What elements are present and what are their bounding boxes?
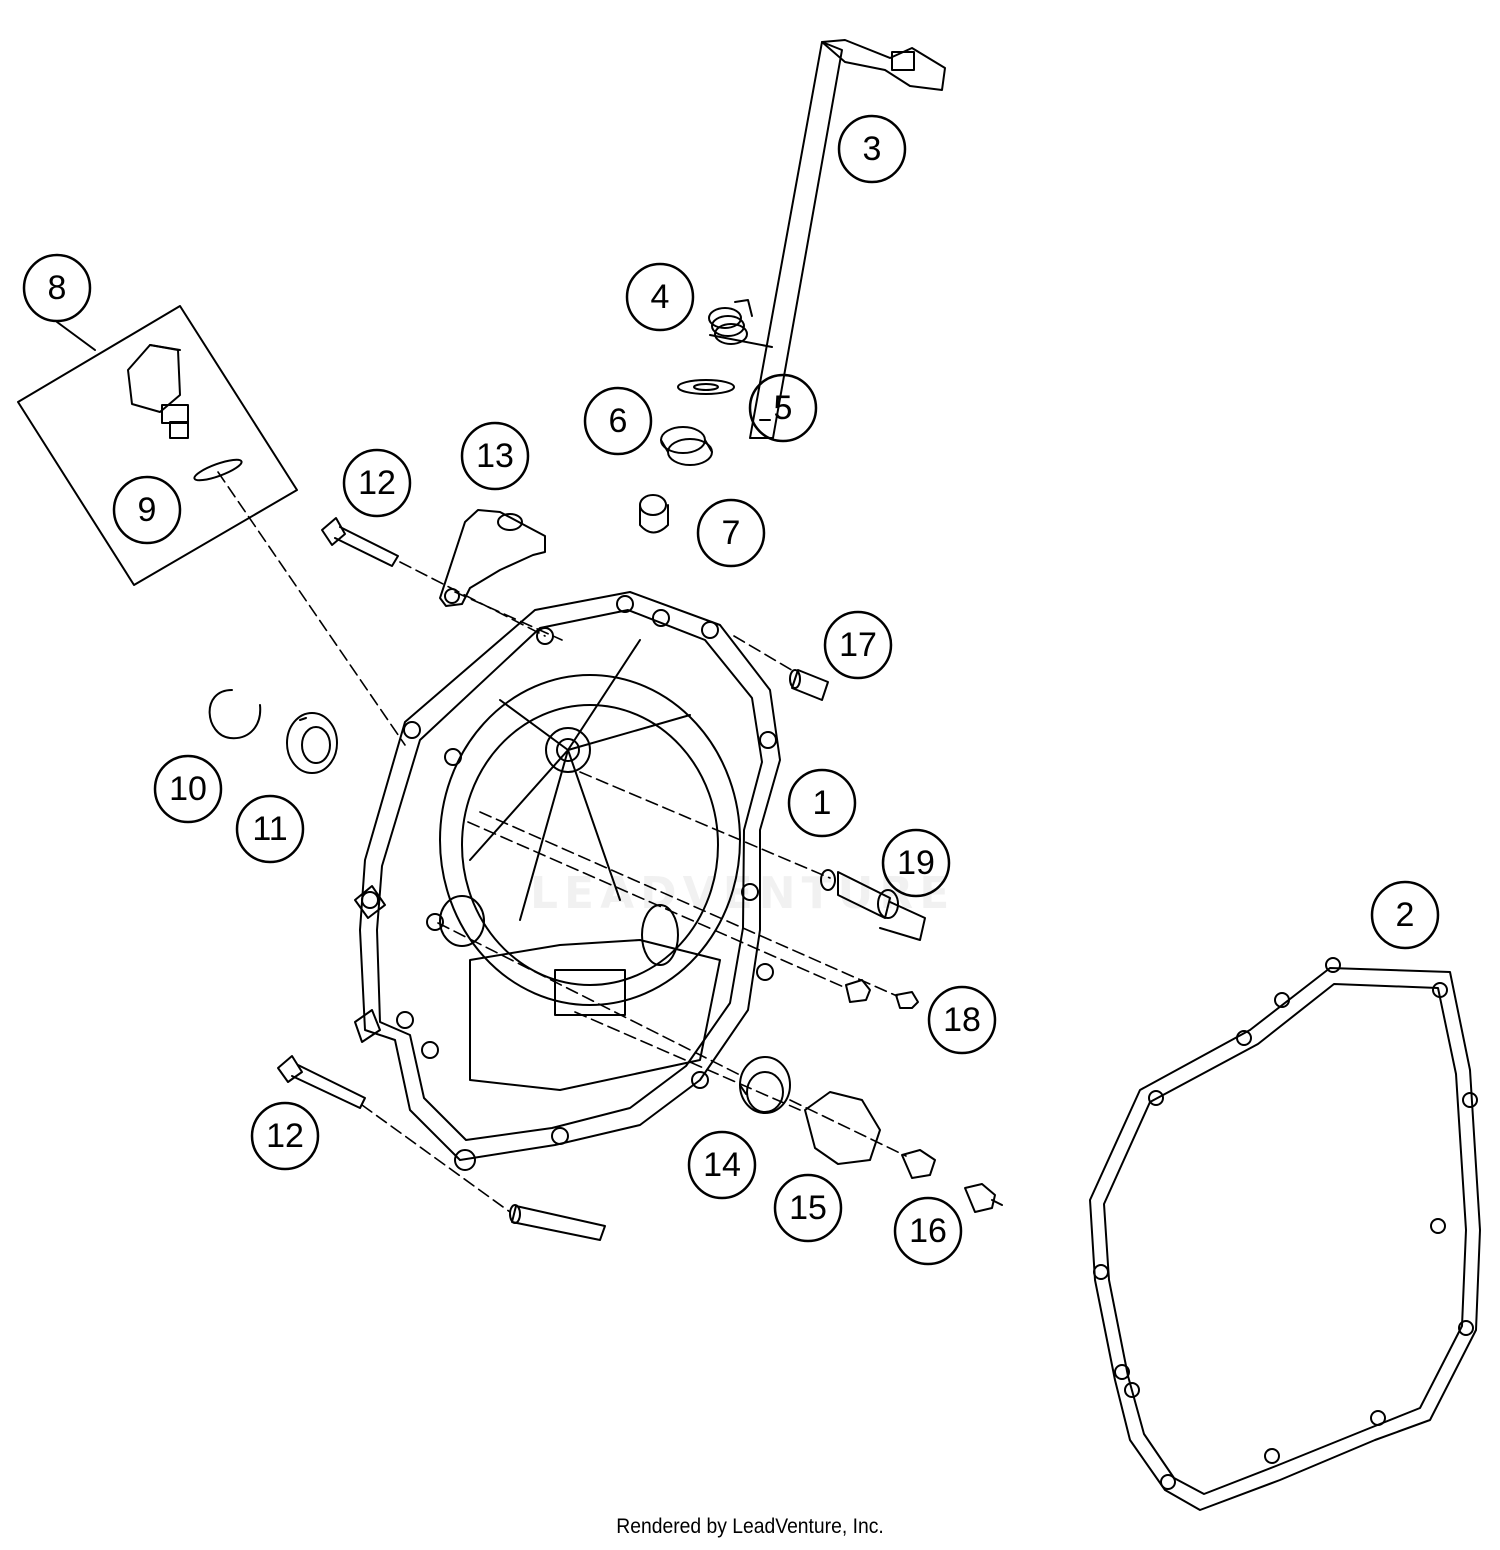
callout-9	[112, 475, 182, 545]
torsion-spring-part	[708, 299, 773, 348]
callout-12-upper	[342, 448, 412, 518]
callout-label-1: 1	[813, 784, 832, 822]
callout-label-14: 14	[703, 1146, 741, 1184]
shaft-lever-part	[749, 39, 946, 439]
bolt-part-upper	[321, 517, 399, 567]
seal-ring-part	[286, 712, 338, 774]
callout-label-4: 4	[651, 278, 670, 316]
callout-7	[696, 498, 766, 568]
callout-label-13: 13	[476, 437, 514, 475]
callout-label-17: 17	[839, 626, 877, 664]
shaft-seal-part	[660, 426, 713, 466]
callout-label-2: 2	[1396, 896, 1415, 934]
callout-label-10: 10	[169, 770, 207, 808]
callout-1	[787, 768, 857, 838]
callout-8	[22, 253, 92, 323]
callout-10	[153, 754, 223, 824]
callout-15	[773, 1173, 843, 1243]
callout-12-lower	[250, 1101, 320, 1171]
callout-label-12-lower: 12	[266, 1117, 304, 1155]
assembly-leader-lines	[217, 471, 907, 1213]
callout-6	[583, 386, 653, 456]
callout-18	[927, 985, 997, 1055]
callout-4	[625, 262, 695, 332]
callout-label-9: 9	[138, 491, 157, 529]
watermark-text: LEADVENTURE	[530, 868, 956, 919]
pin-part-19	[820, 869, 926, 941]
washer-part	[677, 379, 735, 395]
gasket-part	[1089, 957, 1481, 1511]
callout-label-12-upper: 12	[358, 464, 396, 502]
callout-5	[748, 373, 818, 443]
callout-label-11: 11	[252, 810, 287, 848]
callout-19	[881, 828, 951, 898]
callout-label-18: 18	[943, 1001, 981, 1039]
seal-part-14	[739, 1056, 791, 1114]
callout-label-5: 5	[774, 389, 793, 427]
dowel-sleeve-part-17	[789, 669, 829, 701]
callout-label-19: 19	[897, 844, 935, 882]
callout-label-15: 15	[789, 1189, 827, 1227]
callout-label-16: 16	[909, 1212, 947, 1250]
circlip-part	[208, 689, 262, 740]
callout-16	[893, 1196, 963, 1266]
small-screw-part-18	[845, 979, 919, 1009]
footer-credit: Rendered by LeadVenture, Inc.	[616, 1515, 884, 1538]
oil-plug-kit-box	[17, 305, 298, 586]
callout-label-3: 3	[863, 130, 882, 168]
screw-part-16	[901, 1149, 1003, 1213]
bolt-part-lower	[277, 1055, 366, 1109]
callout-11	[235, 794, 305, 864]
callout-3	[837, 114, 907, 184]
callout-2	[1370, 880, 1440, 950]
cover-plate-part	[804, 1091, 881, 1165]
dowel-sleeve-part-lower	[509, 1204, 606, 1241]
callout-13	[460, 421, 530, 491]
needle-bearing-part	[639, 494, 669, 534]
callout-label-8: 8	[48, 269, 67, 307]
callout-label-6: 6	[609, 402, 628, 440]
callout-label-7: 7	[722, 514, 741, 552]
callout-17	[823, 610, 893, 680]
clutch-cover-part	[354, 591, 781, 1171]
callout-14	[687, 1130, 757, 1200]
